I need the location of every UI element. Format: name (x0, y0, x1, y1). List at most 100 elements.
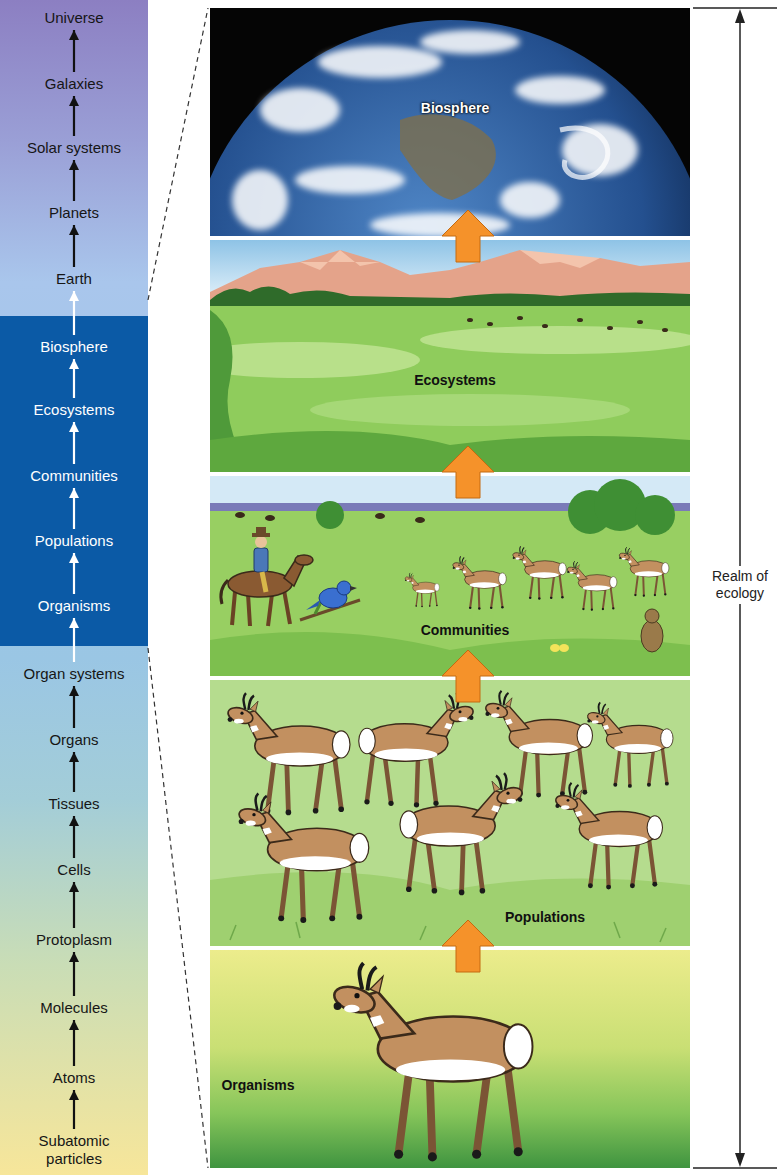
butterfly (550, 644, 560, 652)
ecology-band (0, 316, 148, 646)
pronghorn-group (405, 573, 440, 607)
bushes (635, 495, 675, 535)
pronghorn-group (359, 693, 475, 807)
earth-photo (515, 76, 605, 104)
bracket-label: Realm of ecology (703, 566, 777, 604)
block-arrow (442, 210, 494, 262)
level-name: Universe (44, 9, 103, 27)
horse-rider (262, 572, 266, 592)
scene-caption: Ecosystems (414, 372, 496, 389)
level-arrow (73, 618, 75, 662)
horse-rider (295, 555, 313, 565)
level-label: Galaxies (41, 72, 107, 96)
zoom-lines (148, 648, 208, 1168)
zoom-lines (148, 8, 208, 300)
level-label: Solar systems (23, 136, 125, 160)
level-arrow (73, 160, 75, 201)
realm-bracket (735, 1153, 745, 1167)
butterfly (559, 644, 569, 652)
level-name: Populations (35, 532, 113, 550)
earth-photo (232, 170, 288, 230)
groundhog (641, 620, 663, 652)
organism-scene (210, 950, 690, 1168)
bison-herd (235, 512, 425, 523)
scale-column (0, 0, 148, 1175)
earth-photo (500, 182, 560, 218)
grass-strokes (660, 928, 666, 942)
pronghorn-group (619, 547, 669, 597)
scene-panel: Populations (210, 680, 690, 946)
earth-photo (420, 30, 520, 54)
bison-herd (375, 513, 385, 519)
community-scene (210, 476, 690, 676)
earth-photo (295, 166, 405, 194)
bison-herd (637, 320, 643, 324)
level-arrow (73, 96, 75, 136)
earth-photo (318, 46, 442, 78)
grassland-scene (210, 240, 690, 472)
bison-herd (235, 512, 245, 518)
bluebird (337, 581, 351, 595)
level-name: Communities (30, 467, 118, 485)
grassland-scene (210, 342, 420, 378)
grassland-scene (210, 286, 690, 306)
level-name: Solar systems (27, 139, 121, 157)
level-name: Atoms (53, 1069, 96, 1087)
earth-photo (400, 114, 496, 200)
scene-panel: Biosphere (210, 8, 690, 236)
grass-strokes (614, 922, 620, 938)
level-arrow (73, 882, 75, 928)
bison-herd (415, 517, 425, 523)
community-scene (210, 476, 690, 676)
scale-column (0, 0, 148, 1175)
scene-caption: Organisms (221, 1077, 294, 1094)
level-name: Organs (49, 731, 98, 749)
earth-photo (210, 20, 690, 236)
groundhog (645, 609, 659, 623)
horse-rider (232, 592, 235, 625)
level-name: Earth (56, 270, 92, 288)
level-arrow (73, 553, 75, 594)
block-arrow (442, 446, 494, 498)
level-label: Universe (40, 6, 107, 30)
scene-panel: Communities (210, 476, 690, 676)
level-name: Protoplasm (36, 931, 112, 949)
level-label: Communities (26, 464, 122, 488)
level-label: Molecules (36, 996, 112, 1020)
level-label: Subatomic particles (14, 1129, 134, 1171)
grassland-scene (310, 394, 630, 426)
bluebird (300, 581, 360, 620)
level-label: Protoplasm (32, 928, 116, 952)
pronghorn-group (586, 702, 673, 787)
level-label: Planets (45, 201, 103, 225)
level-name: Organisms (38, 597, 111, 615)
pronghorn-group (400, 773, 524, 895)
bison-herd (517, 316, 523, 320)
grassland-scene (520, 250, 600, 268)
bluebird (350, 586, 357, 591)
bison-herd (467, 318, 473, 322)
horse-rider (256, 527, 266, 534)
groundhog (641, 609, 663, 652)
grass-strokes (230, 922, 666, 942)
bluebird (306, 600, 320, 610)
horse-rider (268, 594, 272, 626)
level-name: Tissues (48, 795, 99, 813)
level-arrow (73, 291, 75, 335)
realm-bracket (735, 9, 745, 23)
bison-herd (487, 322, 493, 326)
grass-strokes (296, 922, 300, 938)
herd-scene (210, 680, 690, 946)
earth-photo (210, 8, 690, 236)
level-arrow (73, 686, 75, 728)
level-label: Cells (53, 858, 94, 882)
level-label: Organs (45, 728, 102, 752)
organism-scene (331, 963, 532, 1161)
bushes (316, 501, 344, 529)
horse-rider (255, 536, 267, 548)
pronghorn-group (567, 561, 617, 611)
level-arrow (73, 752, 75, 792)
grass-strokes (420, 926, 426, 940)
level-arrow (73, 422, 75, 464)
